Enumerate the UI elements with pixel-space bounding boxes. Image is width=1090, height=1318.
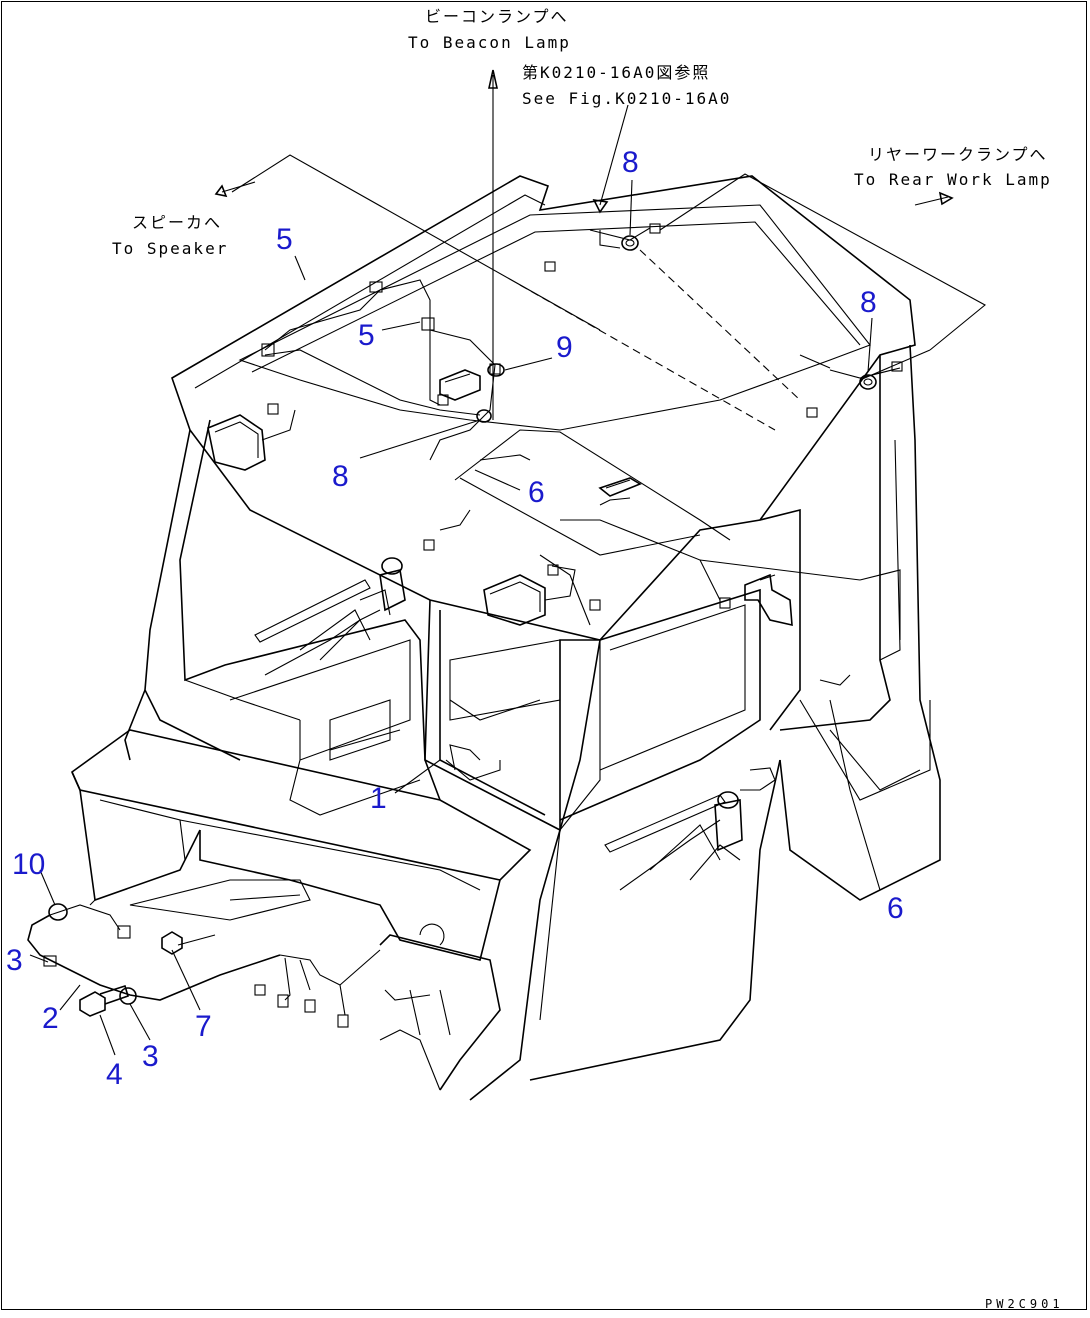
clamps: [621, 235, 877, 390]
bracket: [744, 573, 793, 627]
callout-rear-lamp: リヤーワークランプへ To Rear Work Lamp: [854, 145, 1052, 189]
switch-block: [439, 363, 505, 423]
callout-speaker: スピーカへ To Speaker: [112, 213, 228, 258]
roof-unit: [598, 477, 642, 497]
see-fig-label-en: See Fig.K0210-16A0: [522, 89, 731, 108]
part-number-6-pillar: 6: [887, 892, 904, 925]
rear-lamp-label-jp: リヤーワークランプへ: [868, 145, 1048, 164]
speaker-label-jp: スピーカへ: [132, 213, 222, 232]
clip-7: [161, 931, 183, 955]
part-number-3-left: 3: [6, 944, 23, 977]
rear-lamp-label-en: To Rear Work Lamp: [854, 170, 1052, 189]
speaker-label-en: To Speaker: [112, 239, 228, 258]
part-number-7: 7: [195, 1010, 212, 1043]
see-fig-label-jp: 第K0210-16A0図参照: [522, 63, 710, 82]
part-number-8-center: 8: [332, 460, 349, 493]
part-number-labels: 1 2 3 3 4 5 5 6 6 7 8 8 8 9 10: [6, 146, 904, 1091]
interior-structure: [229, 519, 861, 816]
part-number-4: 4: [106, 1058, 123, 1091]
part-number-2: 2: [42, 1002, 59, 1035]
beacon-label-en: To Beacon Lamp: [408, 33, 571, 52]
front-wiper: [254, 557, 406, 676]
part-number-9: 9: [556, 331, 573, 364]
part-number-5-top: 5: [276, 223, 293, 256]
part-number-6-roof: 6: [528, 476, 545, 509]
front-work-lamps: [207, 409, 576, 626]
part-number-8-top: 8: [622, 146, 639, 179]
drawing-code: PW2C901: [985, 1297, 1064, 1311]
floor-harness: [27, 903, 381, 1028]
part-number-3-right: 3: [142, 1040, 159, 1073]
connectors: [261, 223, 903, 611]
rear-wiper: [604, 791, 743, 891]
part-number-8-right: 8: [860, 286, 877, 319]
bolt: [79, 984, 129, 1017]
part-number-1: 1: [370, 782, 387, 815]
cab-frame: [124, 344, 941, 1101]
leader-lines: [29, 69, 954, 1056]
pillar-harness: [445, 674, 851, 791]
beacon-label-jp: ビーコンランプへ: [425, 7, 569, 26]
front-panel: [71, 729, 532, 1091]
part-number-10: 10: [12, 848, 45, 881]
part-number-5-mid: 5: [358, 319, 375, 352]
callout-see-fig: 第K0210-16A0図参照 See Fig.K0210-16A0: [522, 63, 731, 108]
callout-beacon: ビーコンランプへ To Beacon Lamp: [408, 7, 571, 52]
